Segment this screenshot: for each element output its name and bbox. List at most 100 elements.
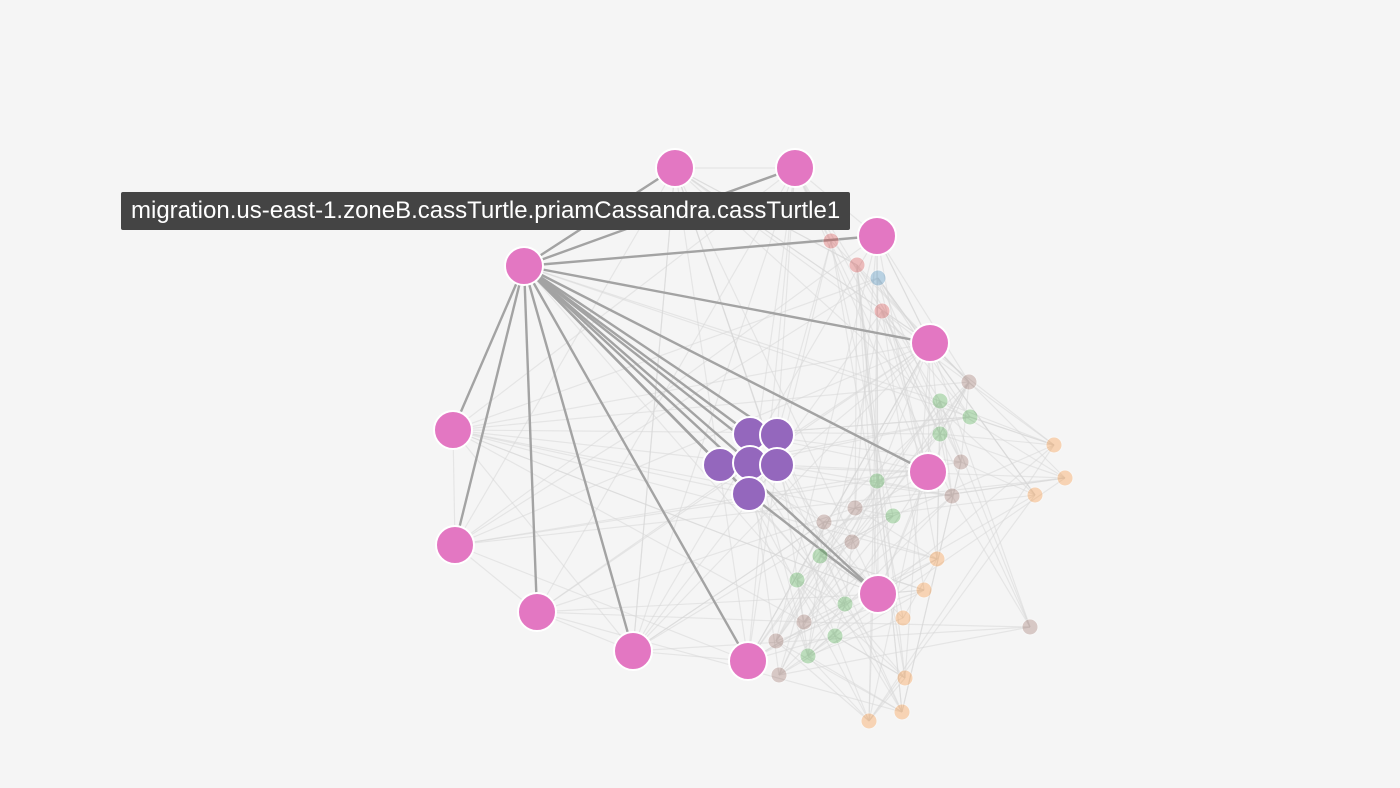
graph-edge (632, 521, 825, 652)
graph-edge (452, 429, 941, 435)
graph-node[interactable] (811, 547, 829, 565)
graph-node[interactable] (731, 476, 767, 512)
graph-edge (776, 464, 879, 595)
graph-edge (929, 342, 1031, 628)
graph-node[interactable] (931, 425, 949, 443)
graph-edge (951, 495, 1031, 628)
graph-edge (939, 400, 962, 463)
graph-edge (748, 493, 809, 657)
graph-node[interactable] (960, 373, 978, 391)
highlighted-edge (523, 265, 751, 464)
graph-edge (775, 381, 970, 642)
graph-node[interactable] (759, 447, 795, 483)
graph-edge (775, 640, 870, 722)
graph-edge (844, 541, 853, 605)
graph-node[interactable] (961, 408, 979, 426)
hovered-node[interactable] (504, 246, 544, 286)
graph-node[interactable] (952, 453, 970, 471)
graph-node[interactable] (843, 533, 861, 551)
graph-edge (881, 310, 1031, 628)
graph-node[interactable] (795, 613, 813, 631)
graph-edge (747, 342, 931, 662)
graph-node[interactable] (860, 712, 878, 730)
highlighted-edge (523, 265, 751, 435)
graph-edge (778, 621, 805, 676)
graph-node[interactable] (868, 472, 886, 490)
graph-node[interactable] (893, 703, 911, 721)
graph-node[interactable] (759, 417, 795, 453)
graph-node[interactable] (702, 447, 738, 483)
graph-edge (960, 381, 970, 463)
graph-edge (901, 461, 962, 713)
graph-edge (856, 264, 906, 679)
graph-node[interactable] (822, 232, 840, 250)
graph-node[interactable] (728, 641, 768, 681)
graph-edge (632, 167, 676, 652)
graph-node[interactable] (896, 669, 914, 687)
graph-edge (939, 433, 1055, 446)
graph-node[interactable] (433, 410, 473, 450)
graph-edge (523, 265, 971, 418)
graph-node[interactable] (928, 550, 946, 568)
graph-node[interactable] (869, 269, 887, 287)
node-tooltip: migration.us-east-1.zoneB.cassTurtle.pri… (121, 192, 851, 230)
graph-edge (452, 429, 750, 495)
graph-edge (775, 589, 925, 642)
graph-edge (807, 444, 1055, 657)
graph-node[interactable] (858, 574, 898, 614)
graph-edge (523, 265, 941, 402)
graph-edge (775, 342, 931, 642)
graph-node[interactable] (846, 499, 864, 517)
graph-node[interactable] (1056, 469, 1074, 487)
graph-edge (776, 464, 903, 713)
graph-edge (823, 494, 1036, 523)
graph-edge (854, 477, 1066, 509)
graph-node[interactable] (1021, 618, 1039, 636)
graph-node[interactable] (910, 323, 950, 363)
graph-node[interactable] (894, 609, 912, 627)
faded-nodes (767, 232, 1074, 730)
graph-node[interactable] (884, 507, 902, 525)
graph-node[interactable] (1045, 436, 1063, 454)
graph-edge (452, 429, 879, 595)
graph-node[interactable] (799, 647, 817, 665)
graph-edge (881, 310, 971, 418)
graph-node[interactable] (826, 627, 844, 645)
graph-node[interactable] (873, 302, 891, 320)
graph-node[interactable] (836, 595, 854, 613)
graph-node[interactable] (815, 513, 833, 531)
highlighted-edge (522, 265, 750, 662)
graph-node[interactable] (655, 148, 695, 188)
highlighted-edge (522, 265, 539, 613)
graph-edge (454, 167, 676, 546)
graph-node[interactable] (770, 666, 788, 684)
graph-node[interactable] (517, 592, 557, 632)
graph-node[interactable] (857, 216, 897, 256)
graph-edge (776, 464, 929, 473)
graph-edge (632, 342, 931, 652)
graph-node[interactable] (943, 487, 961, 505)
graph-node[interactable] (613, 631, 653, 671)
graph-node[interactable] (435, 525, 475, 565)
graph-node[interactable] (908, 452, 948, 492)
graph-edge (747, 593, 879, 662)
graph-node[interactable] (931, 392, 949, 410)
highlighted-nodes (433, 148, 950, 681)
graph-node[interactable] (848, 256, 866, 274)
highlighted-edge (523, 234, 878, 268)
graph-edge (803, 621, 1031, 628)
graph-edge (960, 461, 1036, 496)
highlighted-edge (522, 265, 635, 652)
graph-edge (778, 480, 878, 676)
graph-edge (969, 416, 1055, 446)
graph-node[interactable] (915, 581, 933, 599)
graph-edge (823, 381, 970, 523)
graph-node[interactable] (788, 571, 806, 589)
graph-edge (939, 400, 1055, 446)
graph-node[interactable] (1026, 486, 1044, 504)
graph-node[interactable] (767, 632, 785, 650)
highlighted-edge (748, 493, 879, 595)
graph-edge (803, 495, 953, 623)
graph-node[interactable] (775, 148, 815, 188)
